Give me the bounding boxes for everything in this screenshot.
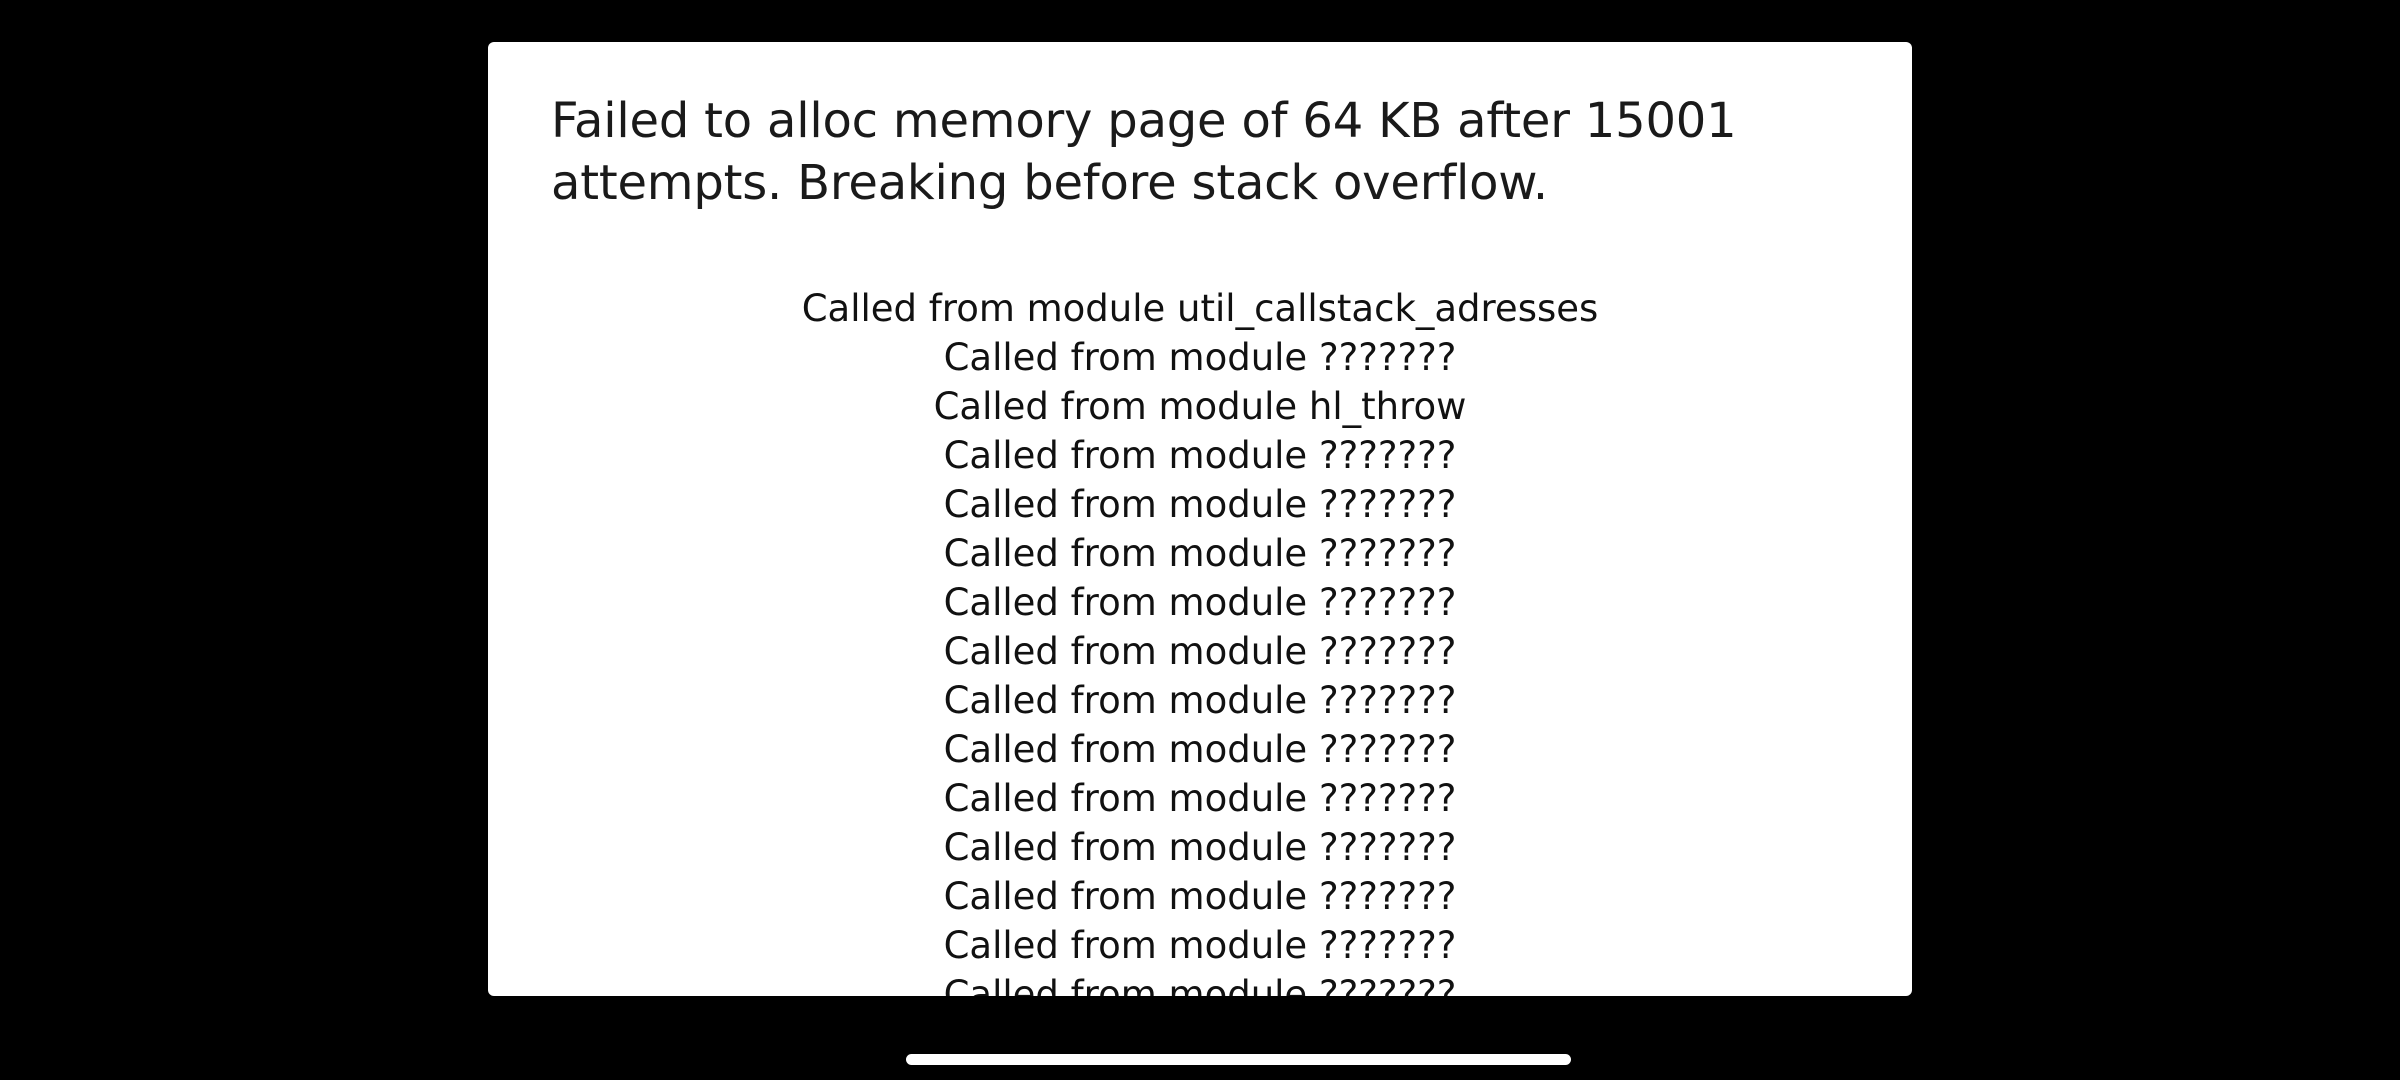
callstack-list[interactable]: Called from module util_callstack_adress… <box>488 284 1912 996</box>
home-indicator[interactable] <box>906 1054 1571 1065</box>
error-message: Failed to alloc memory page of 64 KB aft… <box>551 93 1737 211</box>
callstack-entry: Called from module ??????? <box>943 875 1457 918</box>
callstack-entry: Called from module hl_throw <box>933 385 1467 428</box>
callstack-entry: Called from module ??????? <box>943 581 1457 624</box>
callstack-entry: Called from module ??????? <box>943 777 1457 820</box>
callstack-entry: Called from module ??????? <box>943 679 1457 722</box>
callstack-entry: Called from module ??????? <box>943 532 1457 575</box>
callstack-entry: Called from module ??????? <box>943 483 1457 526</box>
callstack-entry: Called from module ??????? <box>943 826 1457 869</box>
callstack-entry: Called from module util_callstack_adress… <box>801 287 1599 330</box>
callstack-entry: Called from module ??????? <box>943 973 1457 996</box>
callstack-entry: Called from module ??????? <box>943 630 1457 673</box>
callstack-entry: Called from module ??????? <box>943 434 1457 477</box>
callstack-entry: Called from module ??????? <box>943 924 1457 967</box>
callstack-entry: Called from module ??????? <box>943 728 1457 771</box>
callstack-entry: Called from module ??????? <box>943 336 1457 379</box>
error-dialog: Failed to alloc memory page of 64 KB aft… <box>488 42 1912 996</box>
